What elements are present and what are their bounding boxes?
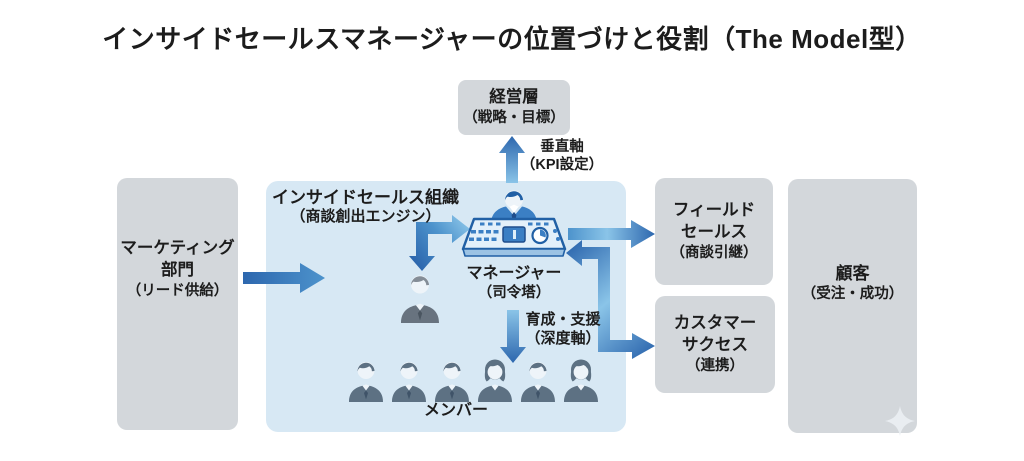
node-customer-subtitle: （受注・成功） — [801, 286, 904, 303]
members-label: メンバー — [423, 402, 488, 419]
node-field-sales-title: フィールド — [672, 201, 756, 220]
manager-subtitle: （司令塔） — [477, 285, 551, 301]
development-note-line2: （深度軸） — [525, 329, 601, 347]
page-title: インサイドセールスマネージャーの位置づけと役割（The Model型） — [102, 24, 922, 54]
node-marketing-title2: 部門 — [161, 260, 194, 279]
vertical-axis-note: 垂直軸 （KPI設定） — [514, 138, 610, 174]
male-member-icon — [432, 356, 472, 402]
node-customer-success-subtitle: （連携） — [686, 357, 744, 374]
node-marketing-subtitle: （リード供給） — [126, 282, 229, 299]
development-note-line1: 育成・支援 — [525, 311, 601, 328]
vertical-axis-note-line2: （KPI設定） — [520, 157, 604, 174]
node-customer-success: カスタマー サクセス （連携） — [655, 296, 775, 393]
sparkle-icon — [885, 406, 915, 436]
inside-sales-org-title: インサイドセールス組織 — [272, 188, 459, 207]
node-marketing: マーケティング 部門 （リード供給） — [117, 178, 238, 430]
business-person-icon — [401, 275, 439, 323]
node-marketing-title: マーケティング — [120, 239, 235, 257]
node-executive-title: 経営層 — [489, 88, 539, 107]
manager-title: マネージャー — [466, 265, 562, 282]
vertical-axis-note-line1: 垂直軸 — [540, 139, 584, 155]
node-customer-success-title2: サクセス — [682, 335, 748, 354]
male-member-icon — [389, 356, 429, 402]
node-customer-title: 顧客 — [835, 264, 870, 283]
node-field-sales-title2: セールス — [681, 222, 747, 241]
node-field-sales-subtitle: （商談引継） — [670, 244, 758, 261]
development-note: 育成・支援 （深度軸） — [514, 311, 612, 349]
male-member-icon — [346, 356, 386, 402]
inside-sales-org-heading: インサイドセールス組織 （商談創出エンジン） — [268, 187, 463, 227]
node-customer: 顧客 （受注・成功） — [788, 179, 917, 433]
female-member-icon — [561, 356, 601, 402]
node-customer-success-title: カスタマー — [673, 314, 757, 333]
female-member-icon — [475, 356, 515, 402]
node-field-sales: フィールド セールス （商談引継） — [655, 178, 773, 285]
manager-label: マネージャー （司令塔） — [452, 264, 576, 302]
male-member-icon — [518, 356, 558, 402]
members-row — [346, 356, 608, 403]
inside-sales-org-subtitle: （商談創出エンジン） — [290, 208, 441, 226]
node-executive-subtitle: （戦略・目標） — [463, 109, 565, 126]
node-executive: 経営層 （戦略・目標） — [458, 80, 570, 135]
manager-at-console-icon — [461, 190, 567, 257]
